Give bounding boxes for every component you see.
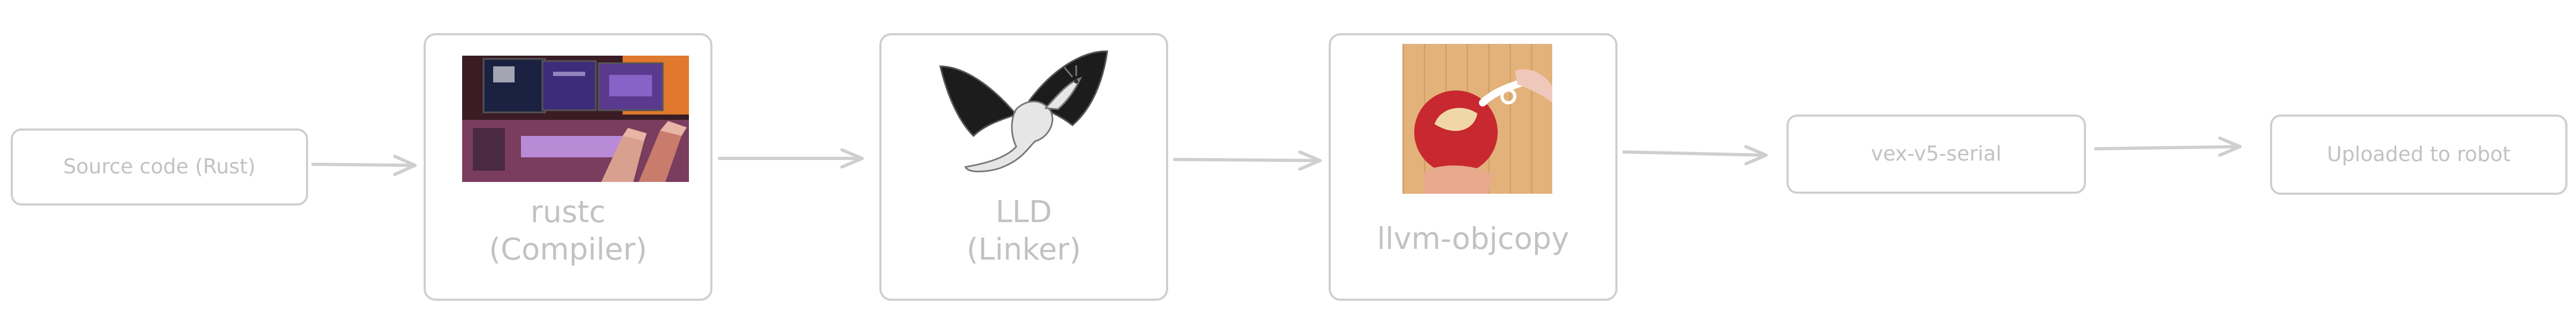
node-vex-v5-serial-label: vex-v5-serial [1871,142,2002,166]
node-uploaded-to-robot: Uploaded to robot [2270,115,2567,195]
node-llvm-objcopy-label: llvm-objcopy [1377,222,1569,256]
node-lld-label: LLD (Linker) [967,195,1081,267]
apple-peeling-photo [1402,44,1552,194]
node-vex-v5-serial: vex-v5-serial [1787,115,2086,194]
computer-desk-photo [462,56,689,182]
arrow-lld-to-objcopy [1173,150,1322,171]
node-lld [879,33,1168,301]
arrow-rustc-to-lld [718,148,864,169]
node-rustc-label: rustc (Compiler) [489,195,647,267]
node-source-code: Source code (Rust) [11,128,308,206]
arrow-source-to-rustc [311,155,417,176]
arrow-serial-to-robot [2094,136,2242,157]
node-uploaded-to-robot-label: Uploaded to robot [2327,142,2511,166]
node-source-code-label: Source code (Rust) [63,155,256,179]
arrow-objcopy-to-serial [1622,145,1768,165]
llvm-dragon-logo [939,50,1108,172]
